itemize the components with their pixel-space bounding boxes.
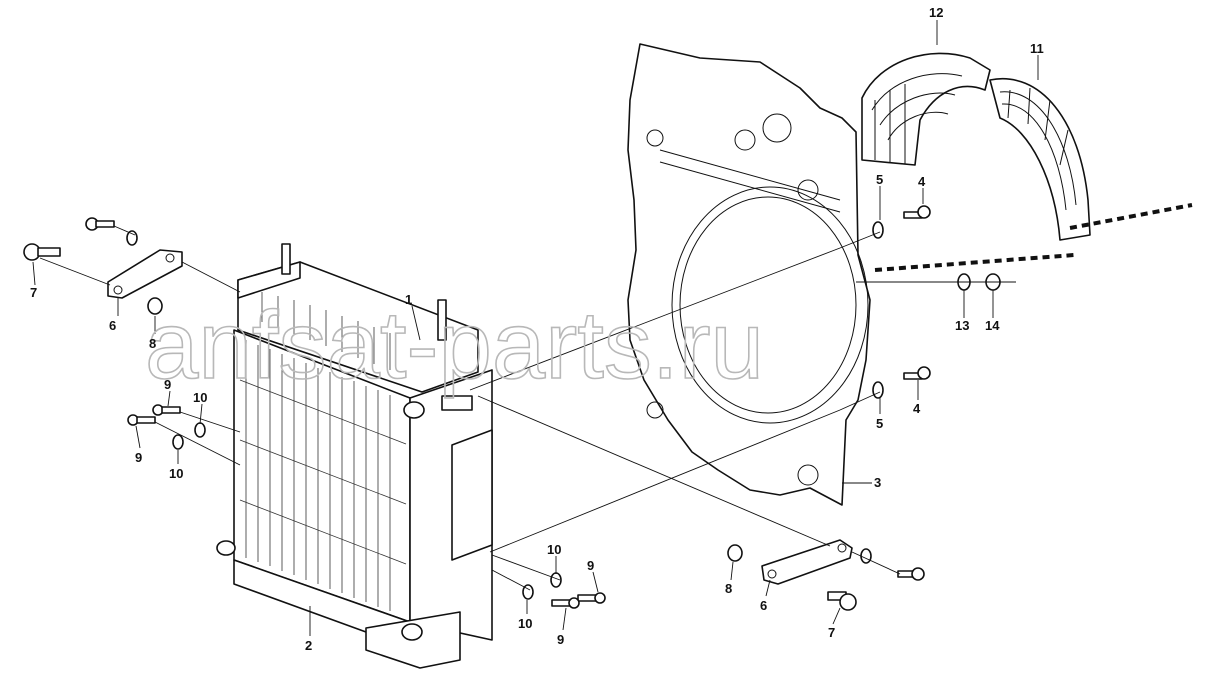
- bolt-9-bottom-a: [577, 592, 606, 604]
- bolt-lower-right: [897, 567, 925, 581]
- callout-7-upper: 7: [30, 285, 37, 300]
- watermark: anfsat-parts.ru: [145, 292, 764, 399]
- callout-9-left-a: 9: [164, 377, 171, 392]
- bracket-upper: [107, 249, 183, 299]
- callout-9-bottom-a: 9: [587, 558, 594, 573]
- bolt-4-lower: [903, 366, 931, 380]
- callout-14: 14: [985, 318, 1000, 333]
- callout-10-left-b: 10: [169, 466, 183, 481]
- callout-1: 1: [405, 292, 412, 307]
- assembly-leaders: [39, 225, 1016, 591]
- callout-4-lower: 4: [913, 401, 921, 416]
- callout-10-bottom-a: 10: [547, 542, 561, 557]
- callout-11: 11: [1030, 41, 1044, 56]
- bolt-upper-left: [85, 217, 115, 231]
- radiator: [216, 243, 493, 669]
- callout-3: 3: [874, 475, 881, 490]
- washer-upper-left: [126, 230, 138, 246]
- callout-13: 13: [955, 318, 969, 333]
- callout-6-upper: 6: [109, 318, 116, 333]
- callout-5-lower: 5: [876, 416, 883, 431]
- callout-9-bottom-b: 9: [557, 632, 564, 647]
- fan-shroud-panel: [627, 43, 871, 506]
- callout-7-lower: 7: [828, 625, 835, 640]
- bolt-7-upper: [23, 243, 61, 261]
- callout-5-upper: 5: [876, 172, 883, 187]
- washer-5-lower: [872, 381, 884, 399]
- callout-12: 12: [929, 5, 943, 20]
- callout-8-lower: 8: [725, 581, 732, 596]
- washer-lower-right: [860, 548, 872, 564]
- assembly-line-dashed: [1069, 203, 1193, 230]
- callout-2: 2: [305, 638, 312, 653]
- fan-guard-upper: [861, 52, 991, 166]
- nut-8-lower: [727, 544, 743, 562]
- washer-10-left-b: [172, 434, 184, 450]
- bolt-9-left-a: [152, 404, 181, 416]
- bolt-4-upper: [903, 205, 931, 219]
- callout-9-left-b: 9: [135, 450, 142, 465]
- nut-8-upper: [147, 297, 163, 315]
- callout-10-bottom-b: 10: [518, 616, 532, 631]
- washer-10-left-a: [194, 422, 206, 438]
- fan-guard-lower: [989, 77, 1091, 241]
- bolt-9-left-b: [127, 414, 156, 426]
- callout-leaders: [32, 20, 1039, 636]
- callout-8-upper: 8: [149, 336, 156, 351]
- bolt-7-lower: [827, 591, 857, 611]
- assembly-line-dashed: [874, 253, 1075, 272]
- bolt-9-bottom-b: [551, 597, 580, 609]
- callout-numbers: 1 2 3 4 4 5 5 6 6 7 7 8 8 9 9 9 9 10 10 …: [30, 5, 1044, 653]
- washer-5-upper: [872, 221, 884, 239]
- callout-10-left-a: 10: [193, 390, 207, 405]
- callout-4-upper: 4: [918, 174, 926, 189]
- bracket-lower: [761, 539, 853, 585]
- callout-6-lower: 6: [760, 598, 767, 613]
- radiator-core-fins: [239, 340, 407, 611]
- radiator-top-fins: [261, 292, 391, 370]
- washer-10-bottom-b: [522, 584, 534, 600]
